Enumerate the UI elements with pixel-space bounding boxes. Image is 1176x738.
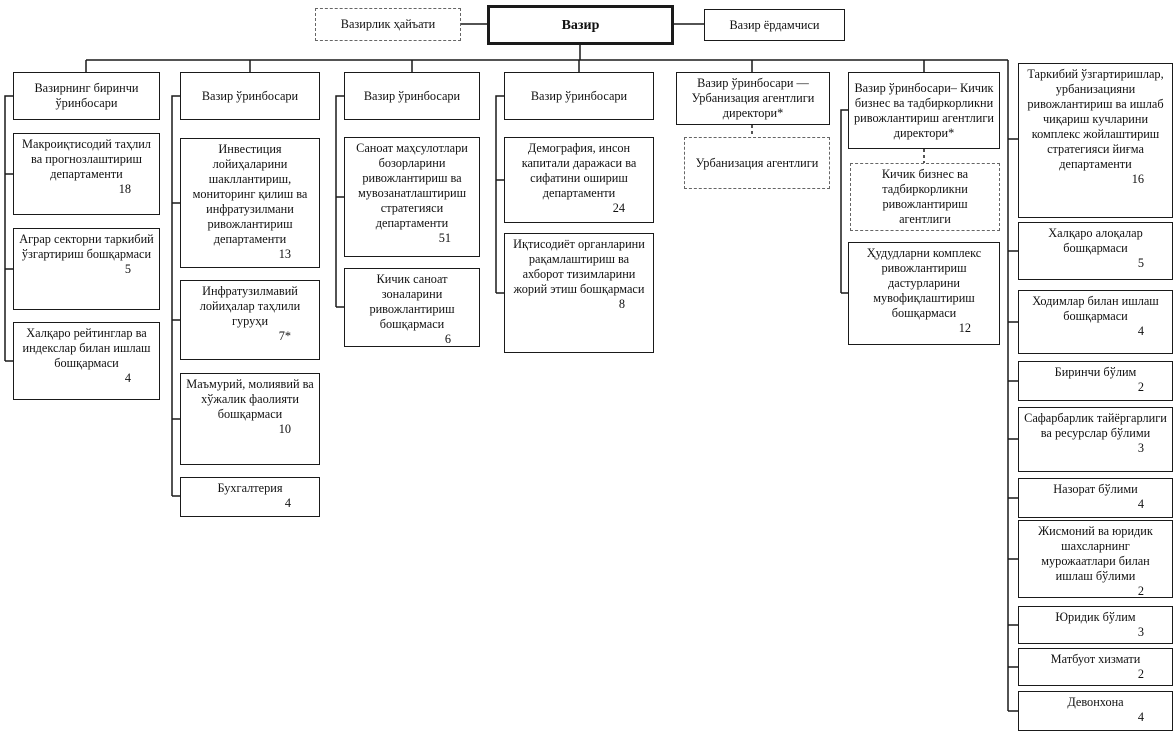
unit-box: Демография, инсон капитали даражаси ва с… xyxy=(504,137,654,223)
unit-box: Инфратузилмавий лойиҳалар таҳлили гуруҳи… xyxy=(180,280,320,360)
deputy-urbanization-label: Вазир ўринбосари — Урбанизация агентлиги… xyxy=(691,76,815,120)
unit-count: 7* xyxy=(278,329,291,343)
unit-label: Назорат бўлими xyxy=(1053,482,1138,496)
unit-label: Матбуот хизмати xyxy=(1050,652,1141,666)
unit-label: Кичик саноат зоналарини ривожлантириш бо… xyxy=(369,272,455,331)
unit-box: Биринчи бўлим 2 xyxy=(1018,361,1173,401)
box-deputy-small-business: Вазир ўринбосари– Кичик бизнес ва тадбир… xyxy=(848,72,1000,149)
unit-box: Матбуот хизмати 2 xyxy=(1018,648,1173,686)
minister-assistant-label: Вазир ёрдамчиси xyxy=(729,17,820,32)
first-deputy-label: Вазирнинг биринчи ўринбосари xyxy=(34,81,139,110)
unit-count: 4 xyxy=(1137,324,1144,338)
unit-count: 5 xyxy=(1137,256,1144,270)
unit-count: 18 xyxy=(118,182,131,196)
unit-label: Бухгалтерия xyxy=(217,481,283,495)
unit-label: Жисмоний ва юридик шахсларнинг мурожаатл… xyxy=(1038,524,1153,583)
unit-count: 5 xyxy=(124,262,131,276)
deputy-3-label: Вазир ўринбосари xyxy=(363,88,461,103)
unit-label: Биринчи бўлим xyxy=(1054,365,1137,379)
unit-count: 51 xyxy=(438,231,451,245)
unit-label: Юридик бўлим xyxy=(1055,610,1136,624)
unit-label: Демография, инсон капитали даражаси ва с… xyxy=(521,141,637,200)
deputy-4-label: Вазир ўринбосари xyxy=(530,88,628,103)
unit-count: 16 xyxy=(1131,172,1144,186)
unit-box: Ходимлар билан ишлаш бошқармаси 4 xyxy=(1018,290,1173,354)
box-ministry-collegium: Вазирлик ҳайъати xyxy=(315,8,461,41)
box-urbanization-agency: Урбанизация агентлиги xyxy=(684,137,830,189)
unit-box: Сафарбарлик тайёргарлиги ва ресурслар бў… xyxy=(1018,407,1173,472)
unit-label: Иқтисодиёт органларини рақамлаштириш ва … xyxy=(513,237,645,296)
unit-box: Халқаро рейтинглар ва индекслар билан иш… xyxy=(13,322,160,400)
unit-box: Девонхона 4 xyxy=(1018,691,1173,731)
unit-label: Таркибий ўзгартиришлар, урбанизацияни ри… xyxy=(1027,67,1164,171)
unit-count: 4 xyxy=(1137,497,1144,511)
box-minister: Вазир xyxy=(487,5,674,45)
unit-box: Бухгалтерия 4 xyxy=(180,477,320,517)
small-business-agency-label: Кичик бизнес ва тадбиркорликни ривожлант… xyxy=(881,167,969,226)
unit-box: Таркибий ўзгартиришлар, урбанизацияни ри… xyxy=(1018,63,1173,218)
unit-count: 4 xyxy=(284,496,291,510)
unit-box: Аграр секторни таркибий ўзгартириш бошқа… xyxy=(13,228,160,310)
deputy-2-label: Вазир ўринбосари xyxy=(201,88,299,103)
unit-count: 6 xyxy=(444,332,451,346)
unit-count: 13 xyxy=(278,247,291,261)
unit-box: Назорат бўлими 4 xyxy=(1018,478,1173,518)
unit-label: Халқаро алоқалар бошқармаси xyxy=(1048,226,1143,255)
unit-count: 2 xyxy=(1137,667,1144,681)
unit-label: Ҳудудларни комплекс ривожлантириш дастур… xyxy=(866,246,982,320)
unit-label: Халқаро рейтинглар ва индекслар билан иш… xyxy=(22,326,151,370)
unit-count: 4 xyxy=(1137,710,1144,724)
box-minister-assistant: Вазир ёрдамчиси xyxy=(704,9,845,41)
box-deputy-2: Вазир ўринбосари xyxy=(180,72,320,120)
unit-count: 3 xyxy=(1137,625,1144,639)
box-small-business-agency: Кичик бизнес ва тадбиркорликни ривожлант… xyxy=(850,163,1000,231)
unit-box: Саноат маҳсулотлари бозорларини ривожлан… xyxy=(344,137,480,257)
unit-label: Инфратузилмавий лойиҳалар таҳлили гуруҳи xyxy=(199,284,301,328)
box-first-deputy: Вазирнинг биринчи ўринбосари xyxy=(13,72,160,120)
unit-label: Девонхона xyxy=(1067,695,1124,709)
unit-label: Аграр секторни таркибий ўзгартириш бошқа… xyxy=(19,232,154,261)
unit-label: Макроиқтисодий таҳлил ва прогнозлаштириш… xyxy=(22,137,151,181)
unit-count: 3 xyxy=(1137,441,1144,455)
unit-box: Инвестиция лойиҳаларини шакллантириш, мо… xyxy=(180,138,320,268)
box-deputy-urbanization: Вазир ўринбосари — Урбанизация агентлиги… xyxy=(676,72,830,125)
unit-count: 12 xyxy=(958,321,971,335)
unit-box: Макроиқтисодий таҳлил ва прогнозлаштириш… xyxy=(13,133,160,215)
unit-count: 4 xyxy=(124,371,131,385)
unit-count: 2 xyxy=(1137,584,1144,598)
minister-label: Вазир xyxy=(561,17,600,33)
unit-box: Юридик бўлим 3 xyxy=(1018,606,1173,644)
unit-label: Саноат маҳсулотлари бозорларини ривожлан… xyxy=(356,141,468,230)
unit-box: Иқтисодиёт органларини рақамлаштириш ва … xyxy=(504,233,654,353)
unit-box: Ҳудудларни комплекс ривожлантириш дастур… xyxy=(848,242,1000,345)
unit-label: Инвестиция лойиҳаларини шакллантириш, мо… xyxy=(192,142,308,246)
box-deputy-3: Вазир ўринбосари xyxy=(344,72,480,120)
unit-label: Ходимлар билан ишлаш бошқармаси xyxy=(1032,294,1159,323)
unit-box: Кичик саноат зоналарини ривожлантириш бо… xyxy=(344,268,480,347)
unit-count: 8 xyxy=(618,297,625,311)
unit-count: 24 xyxy=(612,201,625,215)
unit-count: 10 xyxy=(278,422,291,436)
unit-label: Сафарбарлик тайёргарлиги ва ресурслар бў… xyxy=(1024,411,1167,440)
ministry-collegium-label: Вазирлик ҳайъати xyxy=(340,17,436,31)
box-deputy-4: Вазир ўринбосари xyxy=(504,72,654,120)
unit-box: Жисмоний ва юридик шахсларнинг мурожаатл… xyxy=(1018,520,1173,598)
unit-count: 2 xyxy=(1137,380,1144,394)
unit-box: Маъмурий, молиявий ва хўжалик фаолияти б… xyxy=(180,373,320,465)
unit-label: Маъмурий, молиявий ва хўжалик фаолияти б… xyxy=(186,377,314,421)
urbanization-agency-label: Урбанизация агентлиги xyxy=(695,155,819,170)
deputy-small-business-label: Вазир ўринбосари– Кичик бизнес ва тадбир… xyxy=(854,80,994,140)
unit-box: Халқаро алоқалар бошқармаси 5 xyxy=(1018,222,1173,280)
